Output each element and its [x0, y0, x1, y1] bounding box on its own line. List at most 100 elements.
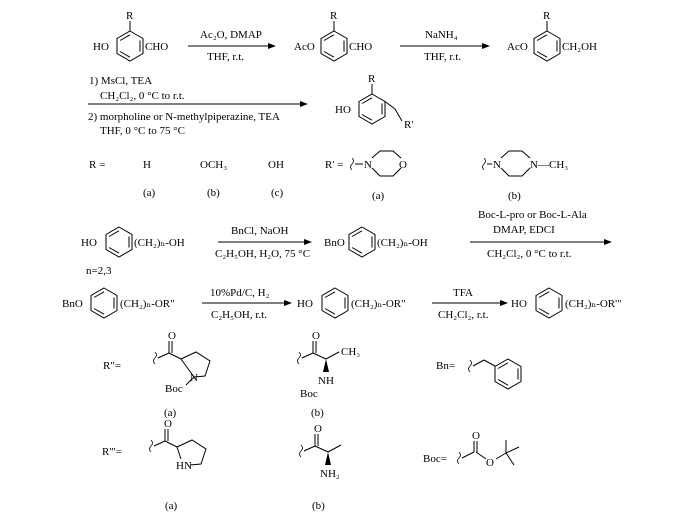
boc-o1: O — [472, 430, 480, 442]
rtp-b-o: O — [314, 423, 322, 435]
int2-r-label: R — [543, 10, 551, 22]
step3-line1: 1) MsCl, TEA — [89, 75, 152, 87]
proline-structure — [149, 429, 207, 466]
s2-step2-line3: CH₂Cl₂, 0 °C to r.t. — [487, 248, 572, 260]
benzene-ring-sm — [116, 21, 144, 62]
morpholine-o: O — [399, 159, 407, 171]
arrowhead-s2-step2 — [604, 239, 612, 245]
rtp-a-hn: HN — [176, 460, 192, 472]
int1-cho-label: CHO — [349, 41, 372, 53]
s2-int3-ho: HO — [297, 298, 313, 310]
rtp-label: R'"= — [102, 446, 122, 458]
s2-prod-ho: HO — [511, 298, 527, 310]
int2-aco-label: AcO — [507, 41, 528, 53]
step1-reagent: Ac₂O, DMAP — [200, 29, 262, 41]
s2-int2-bno: BnO — [62, 298, 83, 310]
rprime-label: R' = — [325, 159, 343, 171]
s2-sm-ho: HO — [81, 237, 97, 249]
r-letter-a: (a) — [143, 187, 156, 199]
rdp-a-letter: (a) — [164, 407, 177, 419]
piperazine-n2: N — [530, 159, 538, 171]
arrowhead-s2-step3 — [284, 300, 292, 306]
s2-step2-line1: Boc-L-pro or Boc-L-Ala — [478, 209, 587, 221]
step2-reagent: NaNH₄ — [425, 29, 458, 41]
s2-int1-bno: BnO — [324, 237, 345, 249]
s2-step4-solvent: CH₂Cl₂, r.t. — [438, 309, 489, 321]
bn-label: Bn= — [436, 360, 455, 372]
rdp-a-boc: Boc — [165, 383, 183, 395]
int1-r-label: R — [330, 10, 338, 22]
prod1-ho-label: HO — [335, 104, 351, 116]
step1-solvent: THF, r.t. — [207, 51, 244, 63]
s2-step1-reagent: BnCl, NaOH — [231, 225, 289, 237]
r-letter-c: (c) — [271, 187, 284, 199]
rtp-a-letter: (a) — [165, 500, 178, 512]
step3-line4: THF, 0 °C to 75 °C — [100, 125, 185, 137]
rtp-a-o: O — [164, 418, 172, 430]
rdp-b-boc: Boc — [300, 388, 318, 400]
s2-int3-chain: (CH₂)ₙ-OR" — [351, 298, 406, 310]
rdp-a-n: N — [190, 372, 198, 384]
boc-label: Boc= — [423, 453, 447, 465]
rdp-a-o: O — [168, 330, 176, 342]
benzene-ring-scheme2-int1 — [348, 226, 376, 258]
rdp-b-ch3: CH₃ — [341, 346, 360, 358]
piperazine-n1: N — [493, 159, 501, 171]
s2-step2-line2: DMAP, EDCI — [493, 224, 555, 236]
prod1-r-label: R — [368, 73, 376, 85]
benzene-ring-scheme2-product — [535, 287, 563, 319]
s2-step1-solvent: C₂H₅OH, H₂O, 75 °C — [215, 248, 310, 260]
sm-ho-label: HO — [93, 41, 109, 53]
rdp-b-letter: (b) — [311, 407, 324, 419]
s2-int2-chain: (CH₂)ₙ-OR" — [120, 298, 175, 310]
arrowhead-step1 — [268, 43, 276, 49]
s2-step3-reagent: 10%Pd/C, H₂ — [210, 287, 270, 299]
s2-step4-reagent: TFA — [453, 287, 473, 299]
boc-o2: O — [486, 457, 494, 469]
r-label: R = — [89, 159, 105, 171]
benzene-ring-product1 — [358, 84, 403, 125]
boc-proline-structure — [153, 341, 211, 386]
rdp-label: R"= — [103, 360, 121, 372]
s2-sm-chain: (CH₂)ₙ-OH — [134, 237, 185, 249]
morpholine-n: N — [364, 159, 372, 171]
benzene-ring-int2 — [533, 21, 561, 62]
sm-cho-label: CHO — [145, 41, 168, 53]
piperazine-ch3: —CH₃ — [537, 159, 568, 171]
benzene-ring-scheme2-int3 — [321, 287, 349, 319]
arrowhead-s2-step1 — [304, 239, 312, 245]
rdp-b-o: O — [312, 330, 320, 342]
r-letter-b: (b) — [207, 187, 220, 199]
s2-prod-chain: (CH₂)ₙ-OR'" — [565, 298, 622, 310]
int2-ch2oh-label: CH₂OH — [562, 41, 597, 53]
s2-int1-chain: (CH₂)ₙ-OH — [377, 237, 428, 249]
r-option-oh: OH — [268, 159, 284, 171]
morpholine-structure — [350, 150, 402, 177]
step3-line3: 2) morpholine or N-methylpiperazine, TEA — [88, 111, 280, 123]
alanine-structure — [299, 434, 342, 465]
rtp-b-nh2: NH₂ — [320, 468, 340, 480]
r-option-och3: OCH₃ — [200, 159, 227, 171]
arrowhead-s2-step4 — [500, 300, 508, 306]
rtp-b-letter: (b) — [312, 500, 325, 512]
prod1-rprime-label: R' — [404, 119, 413, 131]
arrowhead-step2 — [482, 43, 490, 49]
boc-structure — [457, 440, 520, 466]
benzene-ring-scheme2-int2 — [90, 287, 118, 319]
benzene-ring-scheme2-sm — [105, 226, 133, 258]
sm-r-label: R — [126, 10, 134, 22]
rdp-b-nh: NH — [318, 375, 334, 387]
r-option-h: H — [143, 159, 151, 171]
boc-alanine-structure — [297, 341, 340, 372]
arrowhead-step3 — [300, 101, 308, 107]
int1-aco-label: AcO — [294, 41, 315, 53]
step2-solvent: THF, r.t. — [424, 51, 461, 63]
piperazine-letter: (b) — [508, 190, 521, 202]
s2-step3-solvent: C₂H₅OH, r.t. — [211, 309, 267, 321]
step3-line2: CH₂Cl₂, 0 °C to r.t. — [100, 90, 185, 102]
s2-n-label: n=2,3 — [86, 265, 112, 277]
morpholine-letter: (a) — [372, 190, 385, 202]
n-methylpiperazine-structure — [482, 150, 531, 177]
